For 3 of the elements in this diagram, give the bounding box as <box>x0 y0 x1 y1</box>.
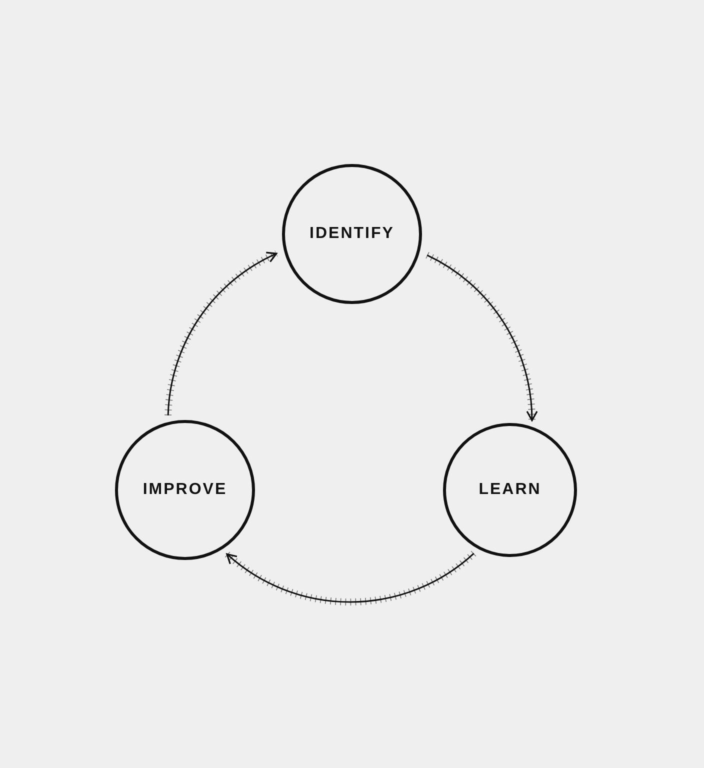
node-label: IMPROVE <box>142 480 228 500</box>
node-label: IDENTIFY <box>310 224 394 244</box>
node-label: LEARN <box>478 480 542 500</box>
